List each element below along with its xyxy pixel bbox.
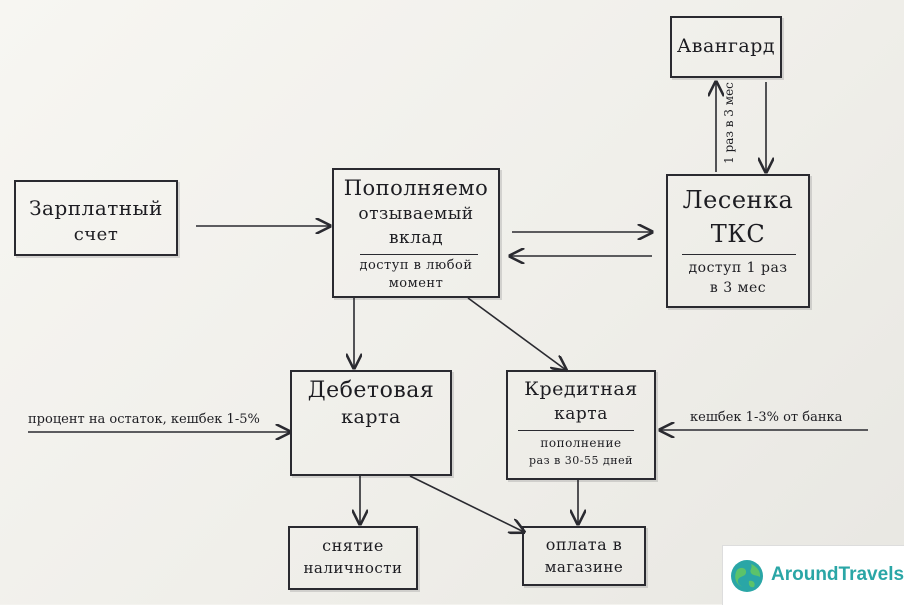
ladder-divider bbox=[682, 254, 796, 255]
cash-line1: снятие bbox=[322, 536, 384, 555]
deposit-divider bbox=[360, 254, 478, 255]
ladder-tks-box: Лесенка ТКС доступ 1 раз в 3 мес bbox=[666, 174, 810, 308]
salary-account-box: Зарплатный счет bbox=[14, 180, 178, 256]
credit-sub1: пополнение bbox=[540, 436, 622, 450]
deposit-box: Пополняемо отзываемый вклад доступ в люб… bbox=[332, 168, 500, 298]
salary-line1: Зарплатный bbox=[29, 196, 163, 220]
avangard-ladder-label: 1 раз в 3 мес bbox=[721, 82, 736, 164]
shop-line1: оплата в bbox=[545, 535, 623, 554]
cash-line2: наличности bbox=[303, 559, 403, 577]
logo-text: AroundTravels bbox=[771, 564, 904, 585]
ladder-line1: Лесенка bbox=[682, 186, 794, 214]
ladder-line2: ТКС bbox=[710, 220, 766, 248]
credit-line1: Кредитная bbox=[524, 378, 638, 400]
credit-divider bbox=[518, 430, 634, 431]
avangard-box: Авангард bbox=[670, 16, 782, 78]
cash-withdrawal-box: снятие наличности bbox=[288, 526, 418, 590]
debit-card-box: Дебетовая карта bbox=[290, 370, 452, 476]
shop-line2: магазине bbox=[544, 558, 624, 576]
deposit-sub2: момент bbox=[388, 276, 444, 291]
salary-line2: счет bbox=[73, 224, 119, 245]
debit-line1: Дебетовая bbox=[307, 378, 435, 403]
credit-card-box: Кредитная карта пополнение раз в 30-55 д… bbox=[506, 370, 656, 480]
deposit-line3: вклад bbox=[388, 228, 444, 248]
globe-icon bbox=[731, 560, 763, 592]
shop-payment-box: оплата в магазине bbox=[522, 526, 646, 586]
deposit-line1: Пополняемо bbox=[343, 176, 489, 200]
debit-line2: карта bbox=[341, 406, 401, 428]
credit-income-label: кешбек 1-3% от банка bbox=[690, 410, 843, 425]
credit-sub2: раз в 30-55 дней bbox=[529, 454, 633, 467]
debit-income-label: процент на остаток, кешбек 1-5% bbox=[28, 412, 260, 427]
avangard-label: Авангард bbox=[676, 35, 776, 57]
arrow-debit-to-shop bbox=[409, 475, 524, 532]
deposit-sub1: доступ в любой bbox=[359, 258, 473, 273]
deposit-line2: отзываемый bbox=[358, 204, 474, 224]
arrow-deposit-to-credit bbox=[467, 297, 566, 370]
ladder-sub1: доступ 1 раз bbox=[688, 260, 788, 276]
credit-line2: карта bbox=[554, 404, 608, 424]
ladder-sub2: в 3 мес bbox=[709, 280, 767, 296]
aroundtravels-logo: AroundTravels bbox=[722, 545, 904, 605]
